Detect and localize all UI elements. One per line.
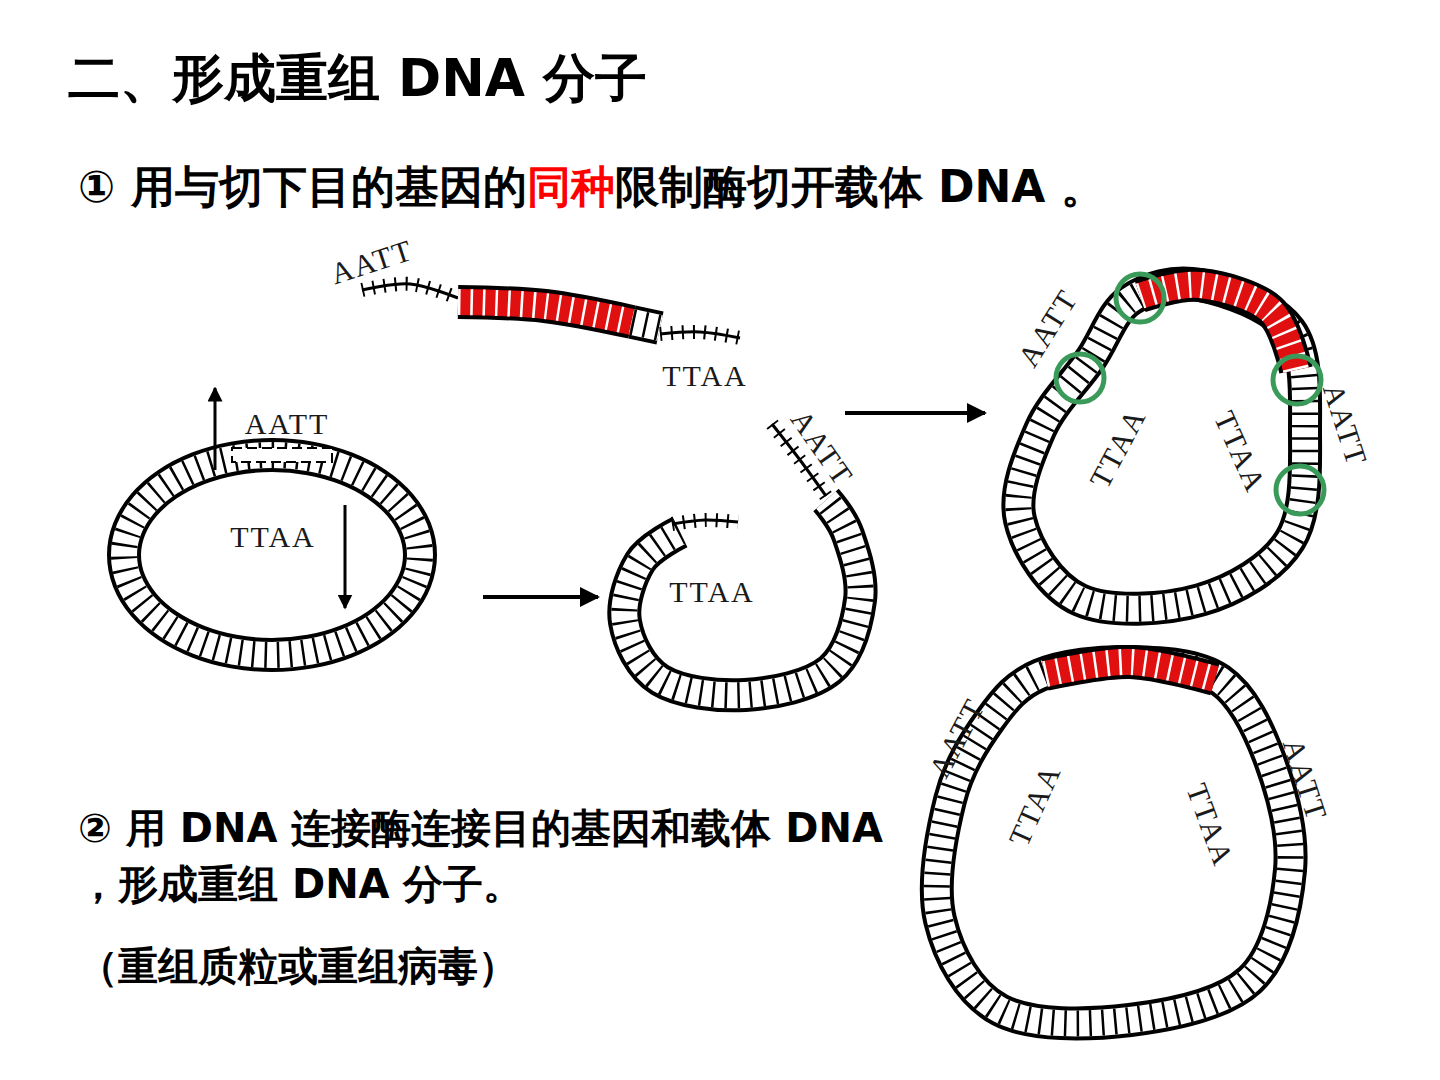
base-pair-rungs [624, 500, 860, 695]
base-sequence: TTAA [662, 361, 748, 391]
strand-fill [632, 322, 660, 328]
step-text: ② 用 DNA 连接酶连接目的基因和载体 DNA ，形成重组 DNA 分子。 [78, 800, 908, 912]
base-pair-rungs [458, 302, 632, 322]
strand-outline [937, 662, 1291, 1024]
process-arrow [483, 595, 598, 599]
junction-circle [1116, 274, 1164, 322]
strand-outline [624, 500, 860, 695]
single-strand [660, 332, 740, 338]
step-text: （重组质粒或重组病毒） [78, 938, 908, 994]
strand-fill [624, 500, 860, 695]
sticky-bases [362, 284, 458, 298]
strand-outline [124, 455, 420, 655]
base-pair-rungs [937, 662, 1291, 1024]
sticky-bases [672, 520, 738, 524]
recombinant-dna [937, 662, 1291, 1024]
base-sequence: TTAA [1085, 403, 1152, 493]
cut-arrow [344, 505, 347, 608]
base-sequence: TTAA [1209, 407, 1271, 497]
junction-circle [1056, 354, 1104, 402]
strand-outline [632, 322, 660, 328]
strand-fill [1045, 662, 1215, 679]
step-text: 同种 [527, 161, 615, 212]
base-pair-rungs [124, 455, 420, 655]
target-gene [458, 302, 632, 322]
step-one-line: ① 用与切下目的基因的同种限制酶切开载体 DNA 。 [78, 158, 1105, 217]
target-gene [1045, 662, 1215, 679]
single-strand [362, 284, 458, 298]
base-sequence: TTAA [230, 522, 316, 552]
base-sequence: TTAA [669, 577, 755, 607]
opened-plasmid [624, 500, 860, 695]
sticky-bases [660, 332, 740, 338]
strand-outline [1045, 662, 1215, 679]
step-text: 限制酶切开载体 DNA 。 [615, 161, 1105, 212]
strand-outline [458, 302, 632, 322]
base-sequence: TTAA [1181, 780, 1238, 871]
cut-arrow [214, 388, 217, 470]
gene-end [632, 322, 660, 328]
restriction-site [232, 448, 332, 462]
base-pair-rungs [1045, 662, 1215, 679]
strand-fill [937, 662, 1291, 1024]
junction-circle [1276, 466, 1324, 514]
single-strand [672, 520, 738, 524]
base-sequence: TTAA [1004, 760, 1066, 850]
title: 二、形成重组 DNA 分子 [68, 44, 647, 114]
base-sequence: AATT [1318, 380, 1373, 470]
strand-fill [124, 455, 420, 655]
step-text: ① 用与切下目的基因的 [78, 161, 527, 212]
junction-circle [1273, 356, 1321, 404]
strand-fill [458, 302, 632, 322]
process-arrow [845, 411, 985, 415]
base-sequence: AATT [245, 409, 330, 439]
base-pair-rungs [632, 322, 660, 328]
plasmid [124, 455, 420, 655]
